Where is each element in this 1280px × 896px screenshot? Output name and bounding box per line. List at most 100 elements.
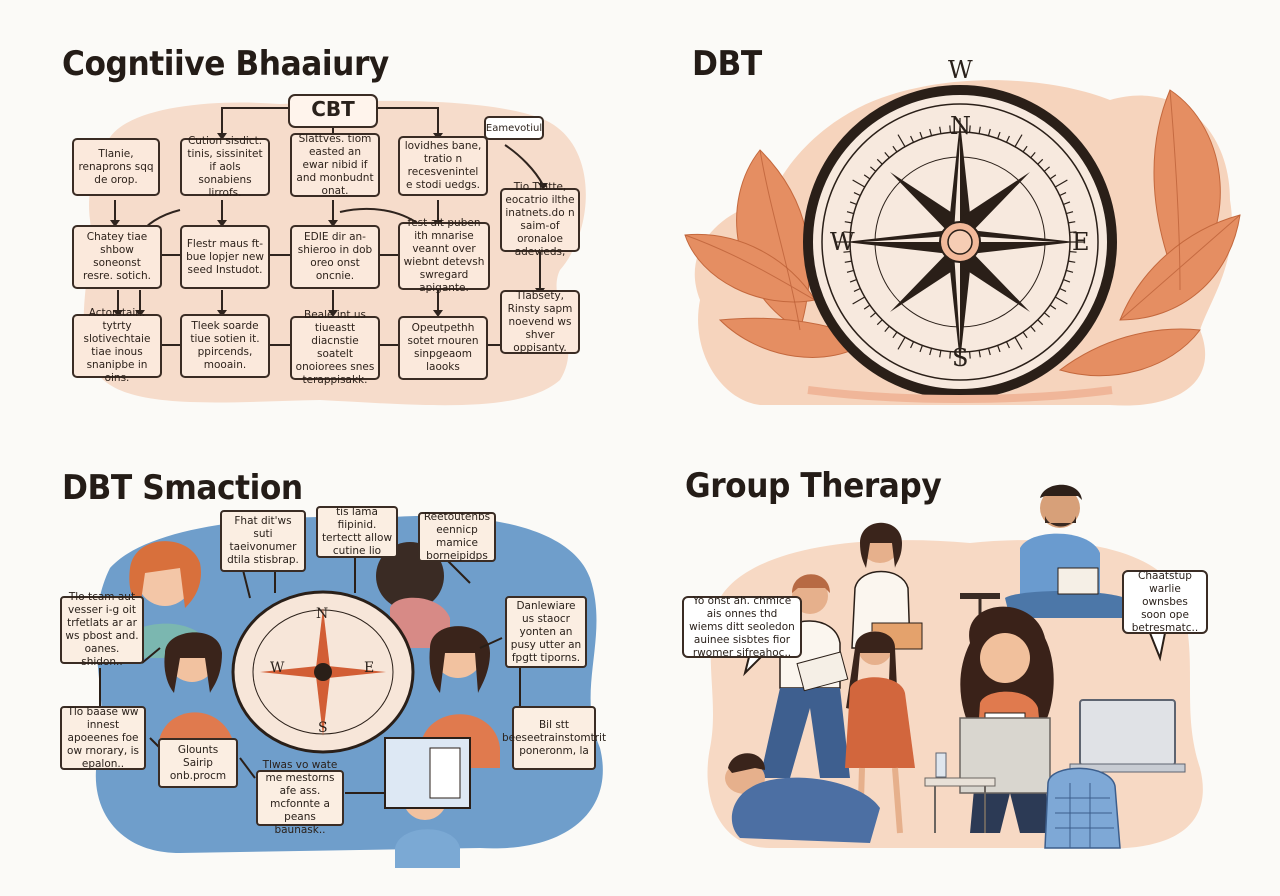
cbt-box: Beale int us tiueastt diacnstie soatelt … xyxy=(290,309,380,386)
compass-south: S xyxy=(952,344,969,372)
compass-tick xyxy=(1043,312,1051,318)
compass-tick xyxy=(844,260,852,263)
compass-tick xyxy=(978,350,981,358)
cbt-box: Tio Tlatte, eocatrio ilthe inatnets.do n… xyxy=(500,181,580,258)
compass-tick xyxy=(1054,179,1068,188)
compass-tick xyxy=(939,126,942,134)
compass-tick xyxy=(910,135,915,143)
compass-tick xyxy=(1063,279,1071,283)
smaction-box: Tlo tcam aut vesser i-g oit trfetlats ar… xyxy=(60,591,144,668)
compass-tick xyxy=(869,166,877,172)
compass-tick xyxy=(846,211,854,215)
compass-tick xyxy=(1014,134,1023,148)
compass-tick xyxy=(852,296,866,305)
smaction-box: Fhat dit'ws suti taeivonumer dtila stisb… xyxy=(220,510,306,572)
person-icon xyxy=(851,522,923,650)
compass-tick xyxy=(853,287,861,292)
compass-tick xyxy=(978,126,981,134)
compass-tick xyxy=(919,131,923,139)
compass-tick xyxy=(939,350,942,358)
smaction-box: tis lama fiipinid. tertectt allow cutine… xyxy=(316,506,398,558)
cbt-box: Flestr maus ft-bue lopjer new seed Instu… xyxy=(180,225,270,289)
dbt-panel-title: DBT xyxy=(692,44,762,84)
compass-tick xyxy=(849,279,857,283)
cbt-panel: Cogntiive Bhaaiury xyxy=(0,0,640,448)
compass-tick xyxy=(863,304,871,310)
compass-tick xyxy=(852,179,866,188)
compass-tick xyxy=(1068,260,1076,263)
cbt-side-label: Eamevotiul xyxy=(484,116,544,140)
smaction-box: Danlewiare us staocr yonten an pusy utte… xyxy=(505,596,587,668)
compass-tick xyxy=(844,221,852,224)
cbt-box: Tlabsety, Rinsty sapm noevend ws shver o… xyxy=(500,290,580,354)
smaction-compass-north: N xyxy=(316,606,329,622)
compass-top-label: W xyxy=(948,56,973,84)
group-therapy-illustration xyxy=(707,484,1203,849)
compass-tick xyxy=(987,128,991,136)
compass-north: N xyxy=(950,112,971,140)
smaction-box: Tlwas vo wate me mestorns afe ass. mcfon… xyxy=(256,759,344,836)
compass-tick xyxy=(919,345,923,353)
compass-tick xyxy=(846,269,854,273)
dbt-panel: DBT xyxy=(640,0,1280,448)
compass-tick xyxy=(876,158,883,165)
cbt-box: Tlanie, renaprons sqq de orop. xyxy=(72,138,160,196)
cbt-box: EDIE dir an-shieroo in dob oreo onst onc… xyxy=(290,225,380,289)
smaction-box: Tlo baase ww innest apoeenes foe ow rnor… xyxy=(60,706,146,770)
smaction-box: Glounts Sairip onb.procm xyxy=(158,738,238,788)
cbt-box: Tleek soarde tiue sotien it. ppircends, … xyxy=(180,314,270,378)
compass-tick xyxy=(1014,336,1023,350)
compass-tick xyxy=(1068,221,1076,224)
compass-tick xyxy=(892,145,898,153)
dbt-compass-illustration xyxy=(684,80,1241,406)
compass-tick xyxy=(876,319,883,326)
compass-tick xyxy=(1005,135,1010,143)
compass-tick xyxy=(1043,166,1051,172)
speech-bubble-left: Yo onst ah. chmice ais onnes thd wiems d… xyxy=(682,595,802,659)
compass-tick xyxy=(997,345,1001,353)
compass-tick xyxy=(1049,174,1057,180)
group-therapy-panel: Group Therapy xyxy=(640,448,1280,896)
compass-tick xyxy=(949,351,952,359)
cbt-box: fest ait puben ith mnarise veannt over w… xyxy=(398,217,490,294)
compass-tick xyxy=(1030,151,1036,159)
person-icon xyxy=(1005,484,1135,618)
compass-tick xyxy=(968,125,971,133)
compass-tick xyxy=(1066,269,1074,273)
compass-tick xyxy=(997,131,1001,139)
cbt-box: lovidhes bane, tratio n recesvenintel e … xyxy=(398,136,488,196)
compass-tick xyxy=(1066,211,1074,215)
compass-tick xyxy=(1037,158,1044,165)
compass-tick xyxy=(949,125,952,133)
compass-east: E xyxy=(1072,228,1090,256)
cbt-box: Opeutpethh sotet rnouren sinpgeaom laook… xyxy=(398,316,488,380)
compass-tick xyxy=(1069,231,1077,234)
compass-tick xyxy=(1037,319,1044,326)
compass-tick xyxy=(968,351,971,359)
compass-tick xyxy=(1022,145,1028,153)
smaction-compass-south: S xyxy=(318,720,328,736)
compass-west: W xyxy=(830,228,855,256)
person-icon xyxy=(845,631,915,834)
cbt-box: Cution sisdict. tinis, sissinitet if aol… xyxy=(180,135,270,199)
compass-tick xyxy=(897,134,906,148)
smaction-compass-east: E xyxy=(364,660,375,676)
cbt-box: Actorstain. tytrty slotivechtaie tiae in… xyxy=(72,307,162,384)
compass-tick xyxy=(910,341,915,349)
compass-tick xyxy=(1030,325,1036,333)
speech-bubble-right: Chaatstup warlie ownsbes soon ope betres… xyxy=(1122,570,1208,634)
cbt-box: Chatey tiae shbow soneonst resre. sotich… xyxy=(72,225,162,289)
compass-tick xyxy=(853,192,861,197)
compass-tick xyxy=(897,336,906,350)
dbt-smaction-panel: DBT Smaction xyxy=(0,448,640,896)
compass-tick xyxy=(863,174,871,180)
compass-tick xyxy=(892,331,898,339)
compass-tick xyxy=(849,201,857,205)
compass-tick xyxy=(929,348,933,356)
compass-tick xyxy=(1005,341,1010,349)
compass-tick xyxy=(929,128,933,136)
cbt-box: Slattves. tiom easted an ewar nibid if a… xyxy=(290,133,380,197)
compass-tick xyxy=(1063,201,1071,205)
compass-tick xyxy=(1069,250,1077,253)
person-icon xyxy=(725,753,880,843)
